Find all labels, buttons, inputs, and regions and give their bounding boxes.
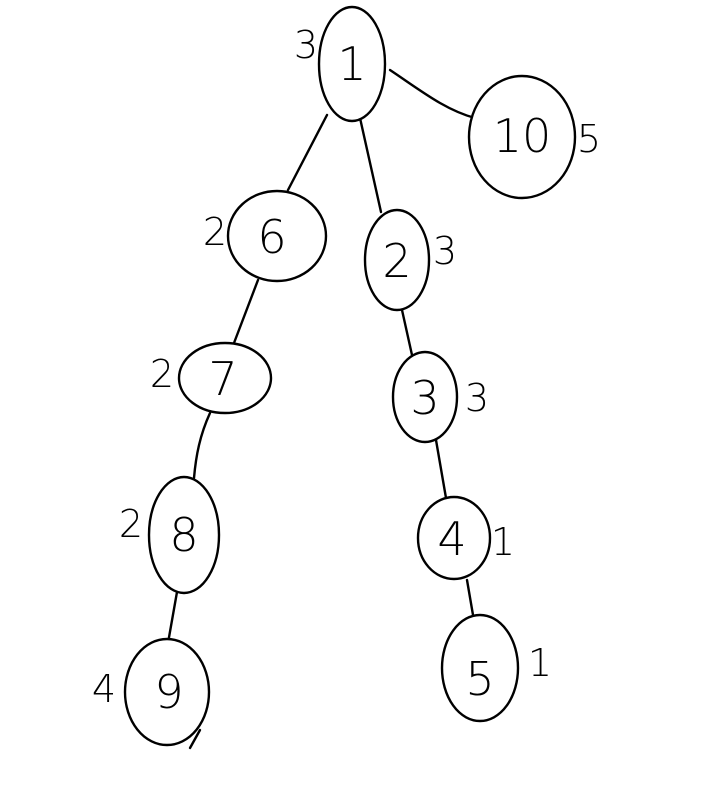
edge-4-5 — [465, 578, 475, 617]
node-weight: 1 — [528, 641, 552, 685]
node-circle — [147, 475, 221, 595]
edge-6-7 — [232, 278, 260, 345]
node-circle — [317, 5, 387, 123]
node-1: 1 3 — [294, 5, 387, 123]
node-label: 4 — [437, 512, 466, 566]
node-label: 5 — [465, 652, 494, 706]
node-9: 9 4 — [92, 637, 211, 750]
node-label: 1 — [337, 37, 366, 91]
node-weight: 1 — [491, 520, 515, 564]
node-circle — [467, 74, 577, 200]
node-6: 6 2 — [203, 189, 328, 283]
edge-3-4 — [434, 438, 448, 500]
edge-1-6 — [286, 113, 329, 192]
node-circle — [363, 208, 431, 312]
node-weight: 2 — [203, 210, 227, 254]
nodes-group: 1 3 10 5 6 2 2 3 7 2 3 — [92, 5, 601, 750]
edge-1-2 — [358, 116, 383, 214]
node-3: 3 3 — [391, 350, 489, 444]
node-7: 7 2 — [150, 341, 273, 415]
edge-7-8 — [192, 411, 212, 480]
node-label: 9 — [154, 665, 183, 719]
node-label: 2 — [382, 234, 411, 288]
edge-1-10 — [388, 68, 477, 120]
node-4: 4 1 — [416, 495, 515, 581]
node-label: 6 — [257, 210, 286, 264]
edges-group — [166, 68, 477, 645]
node-label: 8 — [169, 508, 198, 562]
node-weight: 3 — [294, 23, 318, 67]
node-weight: 2 — [150, 352, 174, 396]
node-label: 3 — [410, 371, 439, 425]
node-label: 10 — [493, 109, 552, 163]
node-weight: 4 — [92, 667, 116, 711]
node-circle — [416, 495, 492, 581]
node-2: 2 3 — [363, 208, 457, 312]
node-circle — [226, 189, 328, 283]
node-weight: 5 — [577, 117, 601, 161]
node-weight: 3 — [433, 229, 457, 273]
edge-8-9 — [166, 590, 179, 645]
node-weight: 2 — [119, 502, 143, 546]
node-circle — [440, 613, 520, 723]
node-10: 10 5 — [467, 74, 601, 200]
node-9-tail-stroke — [188, 728, 202, 750]
node-label: 7 — [208, 352, 237, 406]
edge-2-3 — [400, 308, 414, 357]
node-weight: 3 — [465, 376, 489, 420]
node-circle — [177, 341, 273, 415]
node-8: 8 2 — [119, 475, 221, 595]
node-circle — [391, 350, 459, 444]
node-circle — [123, 637, 211, 747]
node-5: 5 1 — [440, 613, 552, 723]
